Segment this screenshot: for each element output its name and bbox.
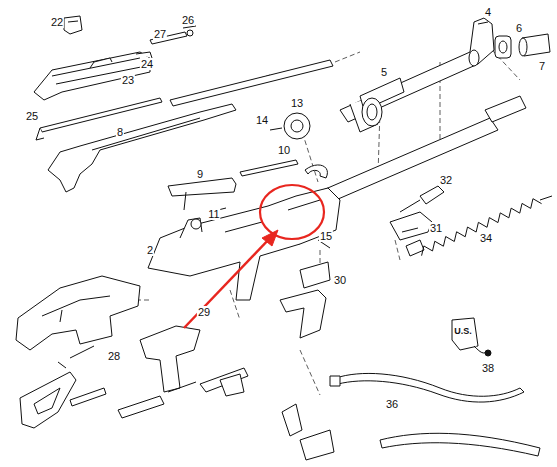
callout-number: 30: [333, 274, 347, 286]
callout-number: 4: [484, 6, 492, 18]
callout-number: 10: [277, 144, 291, 156]
callout-number: 11: [207, 208, 220, 220]
callout-number: 34: [479, 232, 493, 244]
callout-number: 14: [255, 114, 269, 126]
callout-number: 38: [481, 362, 495, 374]
callout-number: 26: [181, 14, 195, 26]
callout-number: 31: [429, 222, 443, 234]
callout-number: 29: [197, 306, 211, 318]
callout-number: 27: [153, 28, 167, 40]
callout-number: 8: [116, 126, 124, 138]
callout-number: 15: [319, 230, 333, 242]
callout-number: 25: [25, 110, 39, 122]
callout-number: 13: [290, 97, 304, 109]
callout-number: 28: [107, 350, 121, 362]
spring-coil: [422, 199, 542, 256]
callout-number: 22: [50, 16, 64, 28]
callout-number: 2: [146, 244, 154, 256]
tag-marking: U.S.: [453, 325, 473, 337]
callout-number: 6: [515, 22, 523, 34]
callout-number: 7: [538, 60, 546, 72]
callout-number: 5: [380, 66, 388, 78]
callout-number: 23: [121, 74, 135, 86]
callout-number: 24: [140, 58, 154, 70]
callout-number: 32: [439, 174, 453, 186]
callout-number: 36: [385, 398, 399, 410]
callout-number: 9: [196, 168, 204, 180]
